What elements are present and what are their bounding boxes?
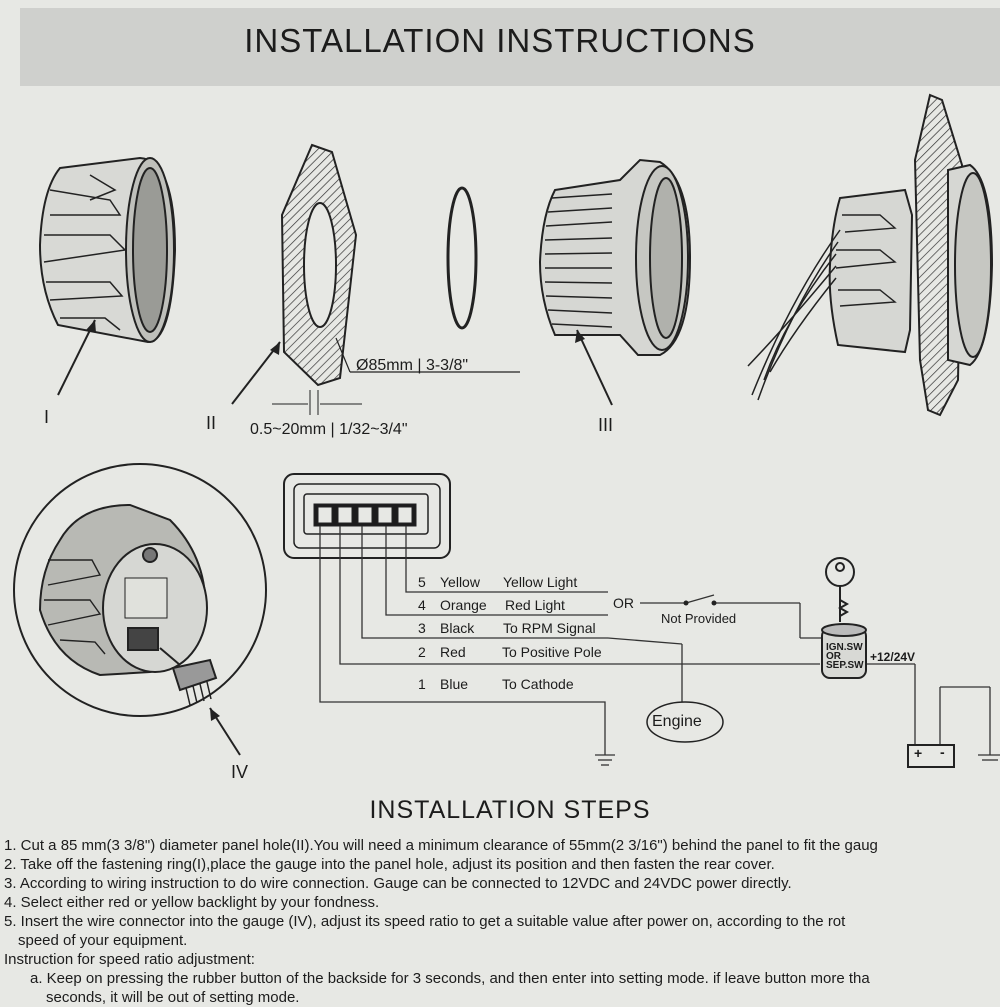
wire-function: To Positive Pole xyxy=(502,644,602,660)
title-banner xyxy=(20,8,1000,86)
engine-label: Engine xyxy=(652,713,702,730)
wire-function: To Cathode xyxy=(502,676,574,692)
battery-minus: - xyxy=(940,744,945,760)
steps-list: 1. Cut a 85 mm(3 3/8") diameter panel ho… xyxy=(4,836,1000,1007)
gauge-body-part xyxy=(538,158,692,356)
step-line: seconds, it will be out of setting mode. xyxy=(46,989,300,1006)
wire-pin: 2 xyxy=(418,644,426,660)
fastening-ring-part xyxy=(38,156,177,344)
engine-oval xyxy=(646,701,724,743)
battery-plus: + xyxy=(914,745,923,761)
or-label: OR xyxy=(613,595,634,611)
wire-pin: 3 xyxy=(418,620,426,636)
wire-color: Red xyxy=(440,644,466,660)
hole-dimension: Ø85mm | 3-3/8" xyxy=(356,357,469,374)
step-line: Instruction for speed ratio adjustment: xyxy=(4,951,255,968)
part-label-iii: III xyxy=(598,415,614,435)
panel-part xyxy=(280,143,358,387)
step-line: 4. Select either red or yellow backlight… xyxy=(4,894,380,911)
page-title: INSTALLATION INSTRUCTIONS xyxy=(244,22,756,59)
part-label-ii: II xyxy=(206,413,217,433)
wire-color: Blue xyxy=(440,676,469,692)
step-line: 3. According to wiring instruction to do… xyxy=(4,875,792,892)
step-line: speed of your equipment. xyxy=(18,932,188,949)
wire-pin: 4 xyxy=(418,597,426,613)
step-line: 5. Insert the wire connector into the ga… xyxy=(4,913,846,930)
key-icon xyxy=(825,557,855,622)
battery-icon xyxy=(907,744,955,768)
step-line: a. Keep on pressing the rubber button of… xyxy=(30,970,870,987)
assembled-gauge xyxy=(747,93,994,417)
wire-color: Black xyxy=(440,620,475,636)
wire-color: Orange xyxy=(440,597,487,613)
wire-pin: 1 xyxy=(418,676,426,692)
wire-function: To RPM Signal xyxy=(503,620,596,636)
step-line: 2. Take off the fastening ring(I),place … xyxy=(4,856,775,873)
part-label-iv: IV xyxy=(231,762,249,782)
thickness-dimension: 0.5~20mm | 1/32~3/4" xyxy=(250,421,408,438)
wire-function: Yellow Light xyxy=(503,574,578,590)
wiring-lines xyxy=(319,526,1000,766)
wire-color: Yellow xyxy=(440,574,480,590)
voltage-label: +12/24V xyxy=(870,650,916,664)
switch-label: IGN.SW OR SEP.SW xyxy=(826,642,864,671)
connector-detail-circle xyxy=(13,463,267,717)
step-line: 1. Cut a 85 mm(3 3/8") diameter panel ho… xyxy=(4,837,878,854)
wire-connector xyxy=(283,473,451,559)
wire-pin: 5 xyxy=(418,574,426,590)
wire-function: Red Light xyxy=(505,597,565,613)
not-provided-label: Not Provided xyxy=(661,611,737,626)
o-ring-part xyxy=(446,186,478,330)
steps-title: INSTALLATION STEPS xyxy=(369,796,651,824)
part-label-i: I xyxy=(44,407,50,427)
ignition-switch-icon xyxy=(821,623,867,679)
